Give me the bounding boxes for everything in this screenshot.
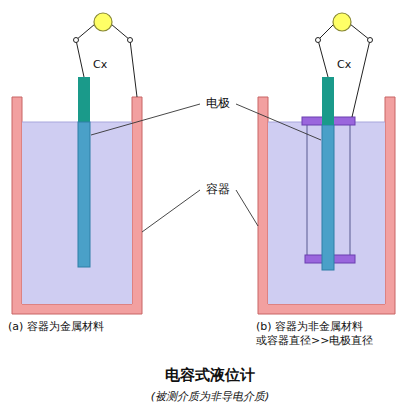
part-label: 容器 <box>206 182 230 197</box>
leader-lines <box>91 104 321 232</box>
insulator-plate <box>302 117 355 125</box>
diagram-caption: (被测介质为非导电介质) <box>151 390 270 404</box>
part-label: 电极 <box>206 96 230 111</box>
electrode-top <box>322 77 334 117</box>
meter <box>94 13 112 31</box>
electrode <box>322 125 334 270</box>
capacitance-label: Cx <box>93 58 107 72</box>
capacitance-label: Cx <box>337 58 351 72</box>
container-b <box>258 13 395 314</box>
case-caption: (a) 容器为金属材料 <box>8 320 104 334</box>
electrode-top <box>78 77 90 122</box>
meter <box>333 13 351 31</box>
electrode <box>78 122 90 267</box>
diagram-title: 电容式液位计 <box>165 366 255 385</box>
case-caption: (b) 容器为非金属材料 或容器直径>>电极直径 <box>256 320 406 348</box>
container-a <box>12 13 142 314</box>
